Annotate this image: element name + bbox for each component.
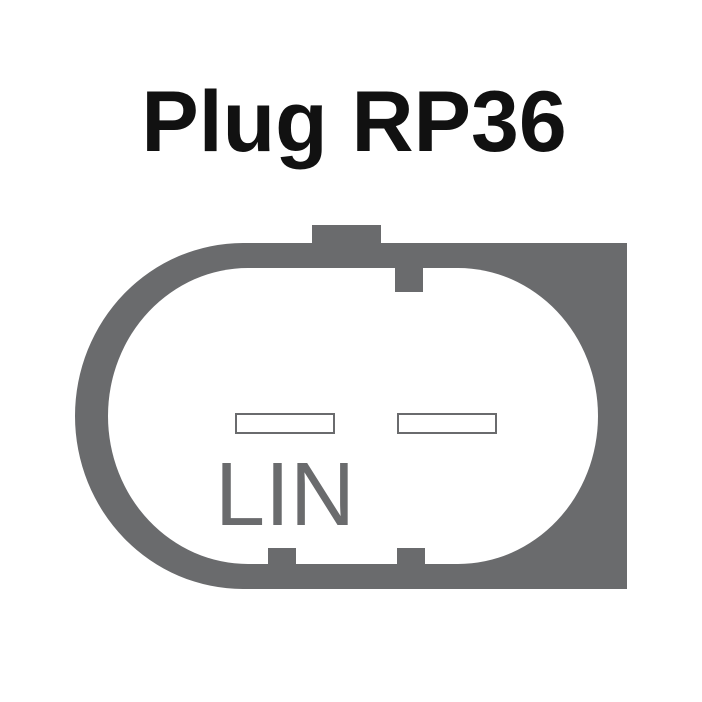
plug-housing-cavity: [108, 268, 598, 564]
pin-slot-right: [397, 413, 497, 434]
diagram-title: Plug RP36: [141, 74, 567, 170]
pin-slot-left: [235, 413, 335, 434]
pin-label-lin: LIN: [215, 445, 355, 545]
bottom-key-notch-left: [268, 548, 296, 566]
bottom-key-notch-right: [397, 548, 425, 566]
top-key-notch: [395, 265, 423, 292]
